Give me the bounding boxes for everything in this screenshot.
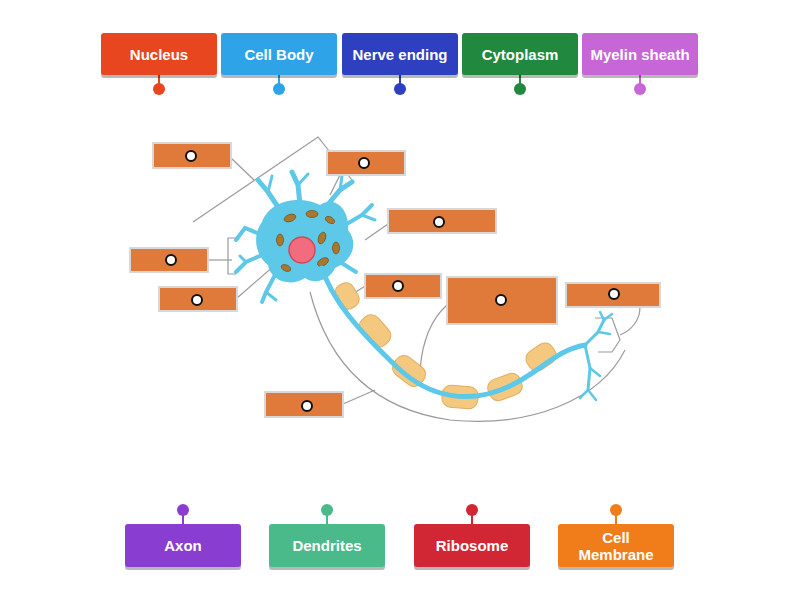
dendrite [266, 292, 276, 300]
dendrite [268, 176, 272, 192]
tile-label: Nucleus [130, 46, 188, 63]
axon-terminal [590, 368, 600, 376]
word-tile: Cell Membrane [558, 524, 674, 567]
dendrite [236, 255, 262, 272]
slot-box [365, 274, 441, 298]
slot-dot [302, 401, 312, 411]
dendrite [362, 215, 375, 220]
answer-slot [388, 209, 496, 233]
bracket [595, 318, 620, 352]
word-tile: Ribosome [414, 524, 530, 567]
pin-dot [610, 504, 622, 516]
pin-dot [634, 83, 646, 95]
pin-dot [153, 83, 165, 95]
slot-box [130, 248, 208, 272]
axon-terminal [598, 332, 610, 334]
answer-slot [327, 151, 405, 175]
nucleus [289, 237, 315, 263]
word-tile: Cytoplasm [462, 33, 578, 75]
organelle [333, 242, 340, 254]
answer-slots [130, 143, 660, 417]
answer-slot [447, 277, 557, 324]
answer-slot [153, 143, 231, 168]
word-tile: Myelin sheath [582, 33, 698, 75]
organelle [317, 231, 328, 245]
organelle [283, 213, 297, 224]
leader-line [365, 224, 388, 240]
answer-slot [566, 283, 660, 307]
axon-terminal [580, 390, 588, 398]
bracket [228, 238, 236, 274]
leader-lines [193, 137, 640, 421]
slot-box [388, 209, 496, 233]
leader-line [420, 305, 447, 370]
tile-label: Nerve ending [352, 46, 447, 63]
leader-line [343, 390, 375, 404]
pin-dot [394, 83, 406, 95]
word-tile: Axon [125, 524, 241, 567]
dendrite [345, 205, 372, 225]
dendrite [262, 275, 275, 302]
pin-dot [273, 83, 285, 95]
dendrite [240, 256, 246, 262]
organelles [277, 211, 340, 273]
word-tile: Nerve ending [342, 33, 458, 75]
slot-dot [496, 295, 506, 305]
slot-dot [393, 281, 403, 291]
pin-dot [466, 504, 478, 516]
leader-line [620, 307, 640, 335]
word-tile: Cell Body [221, 33, 337, 75]
dendrites [236, 172, 375, 302]
answer-slot [265, 392, 343, 417]
cell-body [256, 200, 353, 282]
answer-slot [130, 248, 208, 272]
slot-box [265, 392, 343, 417]
tile-label: Cell Membrane [564, 529, 668, 563]
organelle [324, 215, 336, 225]
pin-dot [514, 83, 526, 95]
organelle [280, 263, 292, 273]
axon-terminal [588, 390, 596, 400]
axon-terminal [604, 314, 612, 320]
word-tile: Dendrites [269, 524, 385, 567]
dendrite [298, 174, 308, 185]
organelle [306, 211, 318, 218]
tile-label: Ribosome [436, 537, 509, 554]
slot-dot [609, 289, 619, 299]
pin-dot [177, 504, 189, 516]
dendrite [340, 176, 342, 190]
dendrite [292, 172, 300, 205]
answer-slot [159, 287, 237, 311]
slot-box [153, 143, 231, 168]
axon-fiber [322, 268, 585, 397]
leader-line [231, 158, 254, 180]
slot-box [159, 287, 237, 311]
organelle [277, 234, 284, 246]
slot-dot [359, 158, 369, 168]
slot-dot [186, 151, 196, 161]
slot-dot [434, 217, 444, 227]
slot-box [327, 151, 405, 175]
tile-label: Myelin sheath [590, 46, 689, 63]
leader-line [208, 259, 232, 260]
word-tile: Nucleus [101, 33, 217, 75]
slot-box [447, 277, 557, 324]
tile-label: Cytoplasm [482, 46, 559, 63]
slot-dot [192, 295, 202, 305]
answer-slot [365, 274, 441, 298]
axon-terminal [600, 312, 604, 320]
slot-dot [166, 255, 176, 265]
tile-label: Axon [164, 537, 202, 554]
tile-label: Dendrites [292, 537, 361, 554]
pin-dot [321, 504, 333, 516]
slot-box [566, 283, 660, 307]
tile-label: Cell Body [244, 46, 313, 63]
